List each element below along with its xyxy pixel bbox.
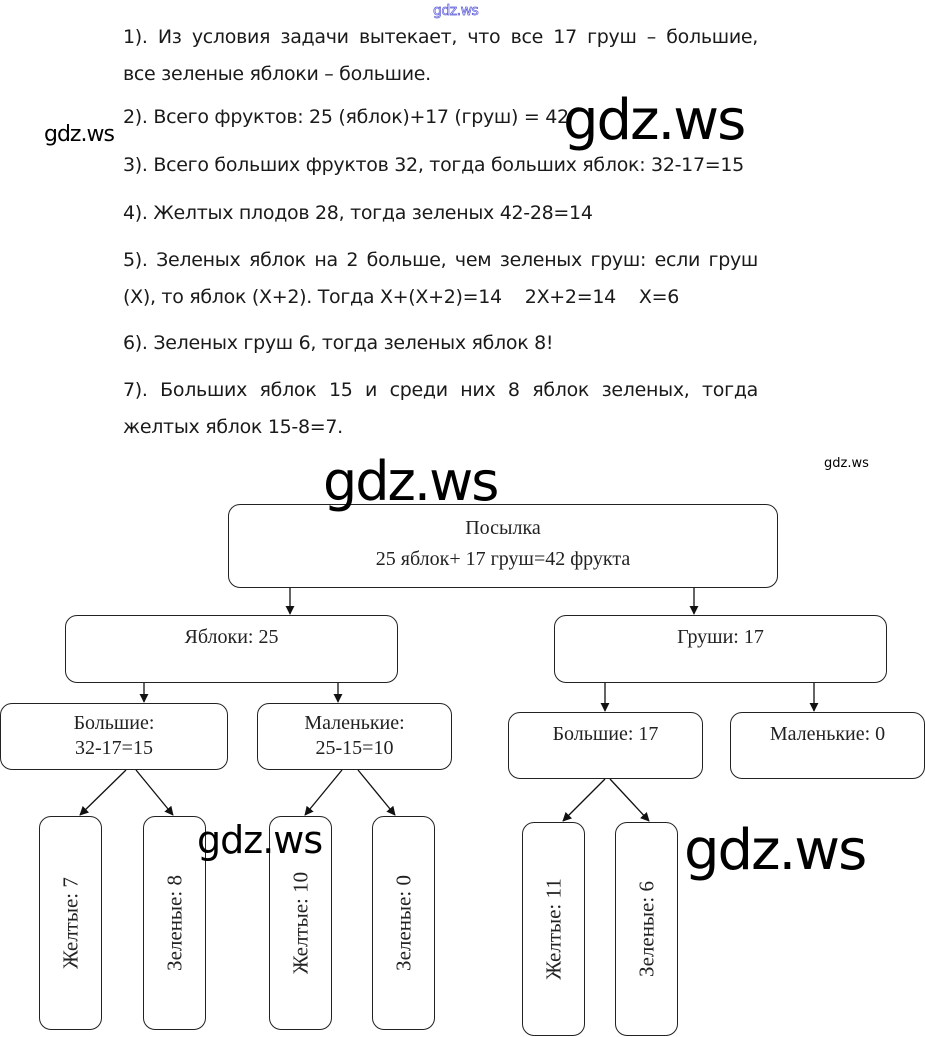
- node-pears-label: Груши: 17: [677, 626, 764, 648]
- solution-step-3: 3). Всего больших фруктов 32, тогда боль…: [123, 147, 758, 184]
- node-apples-small: Маленькие: 25-15=10: [257, 703, 452, 770]
- arrow-pears-big-to-green: [609, 778, 650, 822]
- node-parcel-title: Посылка: [465, 517, 541, 539]
- node-pears-small: Маленькие: 0: [730, 712, 925, 779]
- leaf-apples-big-yellow: Желтые: 7: [39, 816, 102, 1030]
- watermark-top: gdz.ws: [433, 3, 480, 20]
- arrow-apples-big-to-yellow: [79, 769, 127, 816]
- node-pears-big: Большие: 17: [508, 712, 703, 779]
- step-line: 7). Больших яблок 15 и среди них 8 яблок…: [123, 379, 758, 401]
- leaf-label: Желтые: 11: [541, 878, 565, 980]
- node-apples-label: Яблоки: 25: [184, 626, 279, 648]
- solution-step-2: 2). Всего фруктов: 25 (яблок)+17 (груш) …: [123, 99, 758, 136]
- step-line: 4). Желтых плодов 28, тогда зеленых 42-2…: [123, 202, 593, 224]
- solution-step-5: 5). Зеленых яблок на 2 больше, чем зелен…: [123, 242, 758, 316]
- watermark-large-top: gdz.ws: [563, 88, 746, 153]
- step-line: 5). Зеленых яблок на 2 больше, чем зелен…: [123, 249, 758, 271]
- leaf-label: Зеленые: 6: [634, 881, 658, 977]
- node-apples-big-line2: 32-17=15: [75, 737, 153, 759]
- arrow-apples-small-to-green: [357, 769, 396, 816]
- leaf-pears-big-yellow: Желтые: 11: [522, 822, 585, 1036]
- node-apples: Яблоки: 25: [65, 615, 398, 683]
- step-line: (X), то яблок (X+2). Тогда X+(X+2)=14 2X…: [123, 286, 679, 308]
- arrow-apples-big-to-green: [135, 769, 174, 816]
- watermark-small-right: gdz.ws: [824, 456, 869, 471]
- node-apples-small-line1: Маленькие:: [304, 712, 405, 734]
- step-line: 3). Всего больших фруктов 32, тогда боль…: [123, 154, 744, 176]
- solution-step-4: 4). Желтых плодов 28, тогда зеленых 42-2…: [123, 195, 758, 232]
- leaf-apples-small-green: Зеленые: 0: [372, 816, 435, 1030]
- node-apples-big: Большие: 32-17=15: [0, 703, 228, 770]
- watermark-large-right: gdz.ws: [684, 818, 867, 883]
- arrow-pears-big-to-yellow: [562, 778, 606, 822]
- step-line: 1). Из условия задачи вытекает, что все …: [123, 26, 758, 48]
- leaf-label: Желтые: 7: [58, 877, 82, 969]
- leaf-apples-small-yellow: Желтые: 10: [269, 816, 332, 1030]
- step-line: 6). Зеленых груш 6, тогда зеленых яблок …: [123, 332, 554, 354]
- solution-step-7: 7). Больших яблок 15 и среди них 8 яблок…: [123, 372, 758, 446]
- node-apples-big-line1: Большие:: [73, 712, 155, 734]
- solution-step-6: 6). Зеленых груш 6, тогда зеленых яблок …: [123, 325, 758, 362]
- step-line: все зеленые яблоки – большие.: [123, 63, 431, 85]
- arrow-apples-small-to-yellow: [304, 769, 343, 816]
- step-line: желтых яблок 15-8=7.: [123, 416, 343, 438]
- leaf-label: Зеленые: 0: [391, 875, 415, 971]
- watermark-middle: gdz.ws: [197, 818, 323, 862]
- node-pears-small-label: Маленькие: 0: [769, 723, 886, 745]
- leaf-apples-big-green: Зеленые: 8: [143, 816, 206, 1030]
- watermark-left: gdz.ws: [44, 122, 115, 147]
- node-apples-small-line2: 25-15=10: [315, 737, 394, 759]
- node-parcel: Посылка 25 яблок+ 17 груш=42 фрукта: [228, 504, 778, 588]
- leaf-label: Зеленые: 8: [162, 875, 186, 971]
- node-pears-big-label: Большие: 17: [552, 723, 659, 745]
- leaf-pears-big-green: Зеленые: 6: [615, 822, 678, 1036]
- node-pears: Груши: 17: [554, 615, 887, 683]
- node-parcel-subtitle: 25 яблок+ 17 груш=42 фрукта: [375, 548, 631, 570]
- step-line: 2). Всего фруктов: 25 (яблок)+17 (груш) …: [123, 106, 569, 128]
- watermark-large-center: gdz.ws: [323, 450, 499, 513]
- leaf-label: Желтые: 10: [288, 871, 312, 975]
- solution-step-1: 1). Из условия задачи вытекает, что все …: [123, 19, 758, 93]
